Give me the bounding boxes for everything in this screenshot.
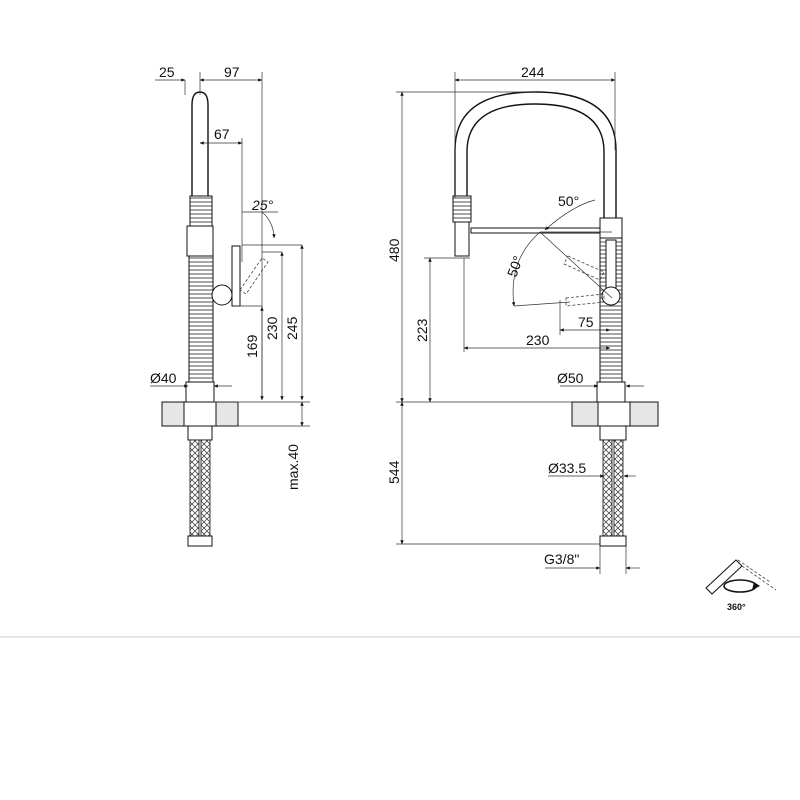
front-view: 244 480 223 50° 50° 75 230 Ø50 Ø33.5 [386, 64, 659, 574]
side-mount-nut [183, 401, 217, 427]
front-body-top [599, 217, 623, 239]
dim-side-top-offset: 25 [159, 64, 175, 80]
front-spray-rotated-lower [565, 293, 605, 307]
side-base-ring [185, 381, 215, 403]
front-spray-rotated-upper [563, 255, 605, 281]
front-spout-arch-inner [466, 103, 605, 218]
dim-side-height-230: 230 [264, 316, 280, 340]
dim-front-connection: G3/8" [544, 551, 579, 567]
dim-side-body-diameter: Ø40 [150, 370, 177, 386]
front-spray-head [454, 221, 470, 257]
front-spout-arch-outer [454, 91, 617, 218]
dim-front-spout-width: 244 [521, 64, 545, 80]
front-body-window [605, 239, 617, 289]
dim-side-spray-reach: 67 [214, 126, 230, 142]
front-mount-nut [597, 401, 631, 427]
dim-side-reach-top: 97 [224, 64, 240, 80]
front-hose-fittings [599, 535, 627, 547]
dim-front-under-length: 544 [386, 460, 402, 484]
side-stem [187, 425, 213, 441]
dim-front-hole-diameter: Ø33.5 [548, 460, 586, 476]
dim-front-outlet-height: 223 [414, 318, 430, 342]
dim-side-height-169: 169 [244, 334, 260, 358]
side-spring-upper [189, 195, 213, 227]
side-lever-rotated [239, 257, 269, 295]
dim-side-max-thickness: max.40 [285, 444, 301, 490]
side-body-collar [186, 225, 214, 257]
dim-front-lower-angle: 50° [504, 254, 526, 279]
side-hose-fittings [187, 535, 213, 547]
front-spray-spring [452, 195, 472, 223]
dim-front-body-diameter: Ø50 [557, 370, 584, 386]
dim-front-upper-angle: 50° [558, 193, 579, 209]
side-hose-right [200, 439, 211, 537]
dim-side-spray-angle: 25° [251, 197, 274, 213]
dim-front-handle-reach: 75 [578, 314, 594, 330]
front-stem [599, 425, 627, 441]
rotation-label: 360° [727, 602, 746, 612]
rotation-360-icon: 360° [705, 559, 777, 612]
side-handle-lever [231, 245, 241, 307]
side-ribbed-body [188, 255, 214, 383]
dim-front-outlet-reach: 230 [526, 332, 550, 348]
front-hose-left [602, 439, 613, 537]
front-hose-right [613, 439, 624, 537]
side-hose-left [189, 439, 200, 537]
side-spout-tube [191, 91, 209, 200]
side-handle-knob [211, 284, 233, 306]
dim-side-height-245: 245 [284, 316, 300, 340]
front-handle-knob [601, 286, 621, 306]
dim-front-total-height: 480 [386, 238, 402, 262]
side-view: 25 97 67 25° 169 230 245 Ø40 max.40 [150, 64, 310, 547]
front-base-ring [596, 381, 626, 403]
